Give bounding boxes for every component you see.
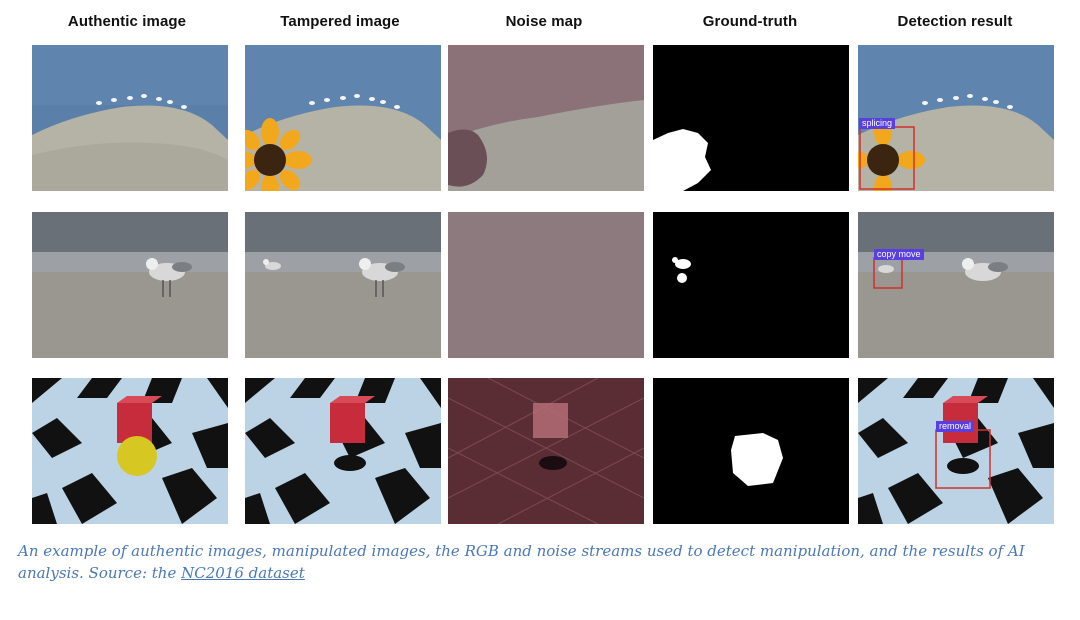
column-header-ground-truth: Ground-truth	[702, 13, 798, 30]
row2-noise-map	[448, 212, 644, 358]
row3-detection-label: removal	[936, 421, 975, 432]
row1-tampered-image	[245, 45, 441, 191]
column-header-tampered: Tampered image	[280, 13, 400, 30]
row3-ground-truth-mask	[653, 378, 849, 524]
column-header-noise-map: Noise map	[505, 13, 583, 30]
row2-tampered-image	[245, 212, 441, 358]
column-header-authentic: Authentic image	[67, 13, 187, 30]
row2-detection-result: copy move	[858, 212, 1054, 358]
row1-noise-map	[448, 45, 644, 191]
row2-detection-label: copy move	[874, 249, 924, 260]
row3-noise-map	[448, 378, 644, 524]
source-link[interactable]: NC2016 dataset	[181, 564, 305, 582]
row1-detection-result: splicing	[858, 45, 1054, 191]
figure-caption: An example of authentic images, manipula…	[18, 540, 1068, 584]
row2-authentic-image	[32, 212, 228, 358]
caption-text: An example of authentic images, manipula…	[18, 542, 1025, 582]
row3-tampered-image	[245, 378, 441, 524]
row1-authentic-image	[32, 45, 228, 191]
row3-detection-result: removal	[858, 378, 1054, 524]
column-header-detection-result: Detection result	[897, 13, 1013, 30]
row1-ground-truth-mask	[653, 45, 849, 191]
row2-ground-truth-mask	[653, 212, 849, 358]
row1-detection-label: splicing	[859, 118, 896, 129]
row3-authentic-image	[32, 378, 228, 524]
